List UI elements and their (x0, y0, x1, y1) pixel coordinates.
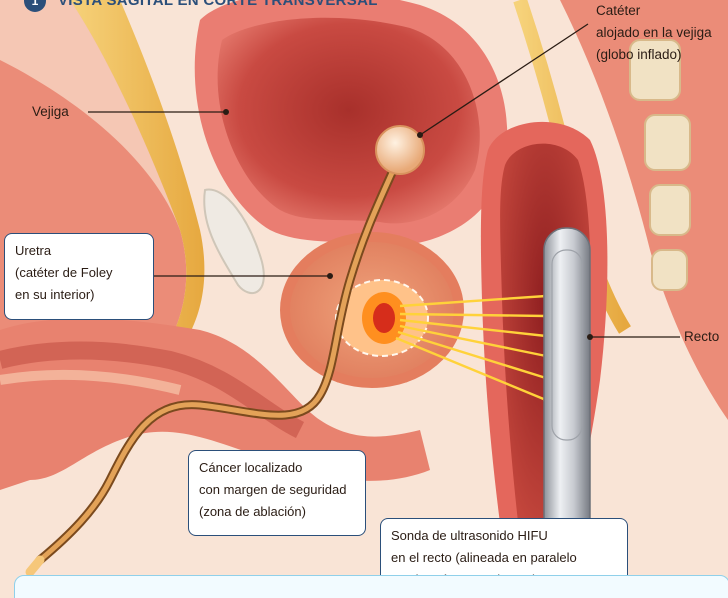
label-cancer-line: Cáncer localizado (199, 457, 355, 479)
label-vejiga: Vejiga (32, 101, 69, 123)
step-number-badge: 1 (24, 0, 46, 12)
label-cateter-line: (globo inflado) (596, 44, 712, 66)
label-cateter-line: alojado en la vejiga (596, 22, 712, 44)
label-uretra: Uretra (catéter de Foley en su interior) (4, 233, 154, 320)
label-sonda-line: en el recto (alineada en paralelo (391, 547, 617, 569)
label-uretra-line: en su interior) (15, 284, 143, 306)
label-cateter-line: Catéter (596, 0, 712, 22)
label-cancer: Cáncer localizado con margen de segurida… (188, 450, 366, 536)
info-panel-edge (14, 575, 728, 598)
label-cancer-line: (zona de ablación) (199, 501, 355, 523)
figure-title-text: VISTA SAGITAL EN CORTE TRANSVERSAL (58, 0, 378, 12)
label-sonda-line: Sonda de ultrasonido HIFU (391, 525, 617, 547)
label-recto: Recto (684, 326, 719, 348)
label-cancer-line: con margen de seguridad (199, 479, 355, 501)
label-uretra-line: (catéter de Foley (15, 262, 143, 284)
label-cateter: Catéter alojado en la vejiga (globo infl… (596, 0, 712, 66)
label-uretra-line: Uretra (15, 240, 143, 262)
